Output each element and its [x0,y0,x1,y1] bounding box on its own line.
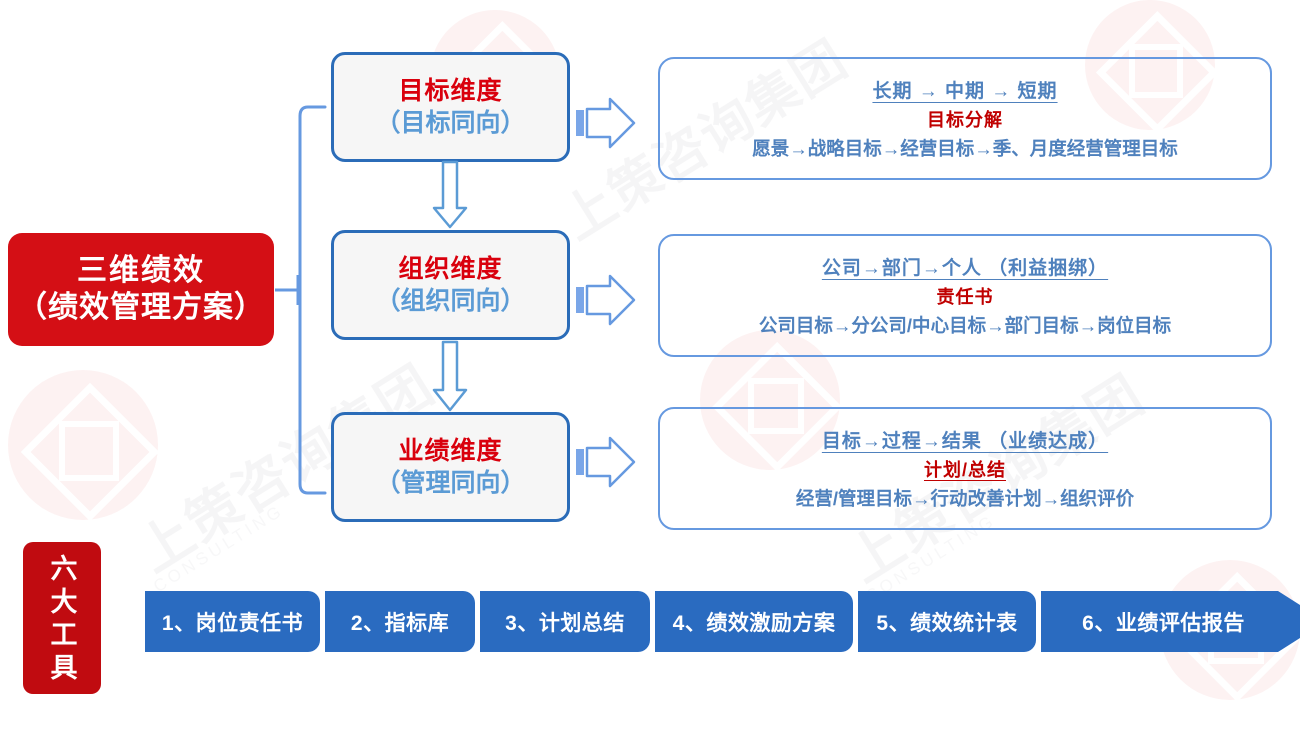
dimension-subtitle: （管理同向） [375,469,526,497]
page-title-line1: 三维绩效 [77,253,205,287]
tool-chip-5[interactable]: 5、绩效统计表 [858,591,1036,652]
detail-panel-performance[interactable]: 目标→过程→结果 （业绩达成） 计划/总结 经营/管理目标→行动改善计划→组织评… [658,407,1272,530]
six-tools-badge: 六大工具 [23,542,101,694]
watermark-tagline-text: CONSULTING [150,500,288,597]
tool-label: 6、业绩评估报告 [1082,611,1245,635]
tool-label: 3、计划总结 [505,611,625,635]
six-tools-label: 六大工具 [46,554,77,686]
panel-detail: 经营/管理目标→行动改善计划→组织评价 [795,488,1135,509]
arrow-right-icon [576,97,636,149]
tool-chip-1[interactable]: 1、岗位责任书 [145,591,320,652]
dimension-box-organization[interactable]: 组织维度 （组织同向） [331,230,570,340]
detail-panel-goal[interactable]: 长期 → 中期 → 短期 目标分解 愿景→战略目标→经营目标→季、月度经营管理目… [658,57,1272,180]
page-title-line2: （绩效管理方案） [17,290,265,324]
dimension-subtitle: （组织同向） [375,287,526,315]
tool-label: 5、绩效统计表 [876,611,1018,635]
panel-header: 长期 → 中期 → 短期 [872,81,1058,102]
panel-detail: 愿景→战略目标→经营目标→季、月度经营管理目标 [752,138,1178,159]
tool-label: 4、绩效激励方案 [672,611,836,635]
tool-chip-3[interactable]: 3、计划总结 [480,591,650,652]
arrow-down-icon [432,340,468,412]
panel-keyword: 责任书 [936,287,994,307]
arrow-right-icon [576,436,636,488]
detail-panel-organization[interactable]: 公司→部门→个人 （利益捆绑） 责任书 公司目标→分公司/中心目标→部门目标→岗… [658,234,1272,357]
dimension-box-performance[interactable]: 业绩维度 （管理同向） [331,412,570,522]
tool-label: 2、指标库 [350,611,450,635]
dimension-title: 目标维度 [398,77,503,105]
panel-keyword: 目标分解 [927,110,1003,130]
arrow-down-icon [432,160,468,229]
panel-detail: 公司目标→分公司/中心目标→部门目标→岗位目标 [758,315,1172,336]
tool-label: 1、岗位责任书 [161,611,304,635]
watermark-logo-icon [8,370,158,520]
dimension-box-goal[interactable]: 目标维度 （目标同向） [331,52,570,162]
tool-chip-2[interactable]: 2、指标库 [325,591,475,652]
arrow-right-icon [576,274,636,326]
panel-keyword: 计划/总结 [923,460,1006,480]
dimension-title: 组织维度 [398,255,503,283]
panel-header: 公司→部门→个人 （利益捆绑） [821,258,1109,279]
tool-chip-4[interactable]: 4、绩效激励方案 [655,591,853,652]
main-title-badge: 三维绩效 （绩效管理方案） [8,233,274,346]
dimension-title: 业绩维度 [398,437,503,465]
dimension-subtitle: （目标同向） [375,109,526,137]
panel-header: 目标→过程→结果 （业绩达成） [821,431,1109,452]
tool-chip-6[interactable]: 6、业绩评估报告 [1041,591,1300,652]
